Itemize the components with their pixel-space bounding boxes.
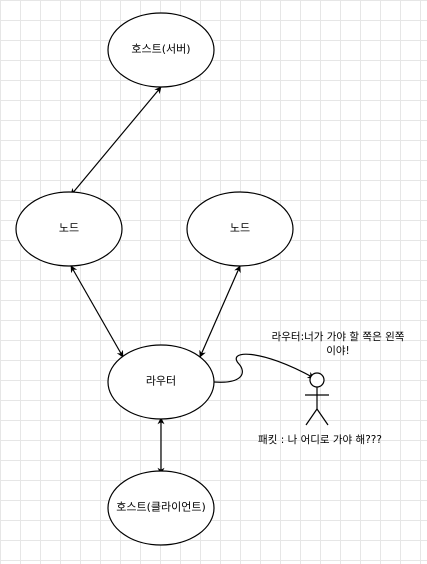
router-label: 라우터: [145, 374, 177, 388]
edge-server-node-left: [70, 86, 162, 196]
host-client-label: 호스트(클라이언트): [116, 500, 206, 514]
edge-node-right-router: [199, 265, 241, 358]
router-note-line1: 라우터:너가 가야 할 쪽은 왼쪽: [271, 331, 405, 343]
packet-note: 패킷 : 나 어디로 가야 해???: [258, 434, 382, 446]
router-note: 라우터:너가 가야 할 쪽은 왼쪽 이야!: [253, 330, 423, 358]
node-right-shape[interactable]: [186, 191, 294, 267]
router-shape[interactable]: [107, 344, 215, 420]
edge-node-left-router: [70, 265, 124, 358]
node-left-label: 노드: [58, 221, 80, 235]
host-server-label: 호스트(서버): [131, 42, 191, 56]
packet-actor-icon[interactable]: [305, 372, 329, 426]
edge-router-packet: [213, 353, 315, 383]
host-server-shape[interactable]: [107, 12, 215, 88]
node-right-label: 노드: [229, 221, 251, 235]
node-left-shape[interactable]: [15, 191, 123, 267]
host-client-shape[interactable]: [107, 470, 215, 546]
router-note-line2: 이야!: [326, 345, 350, 358]
